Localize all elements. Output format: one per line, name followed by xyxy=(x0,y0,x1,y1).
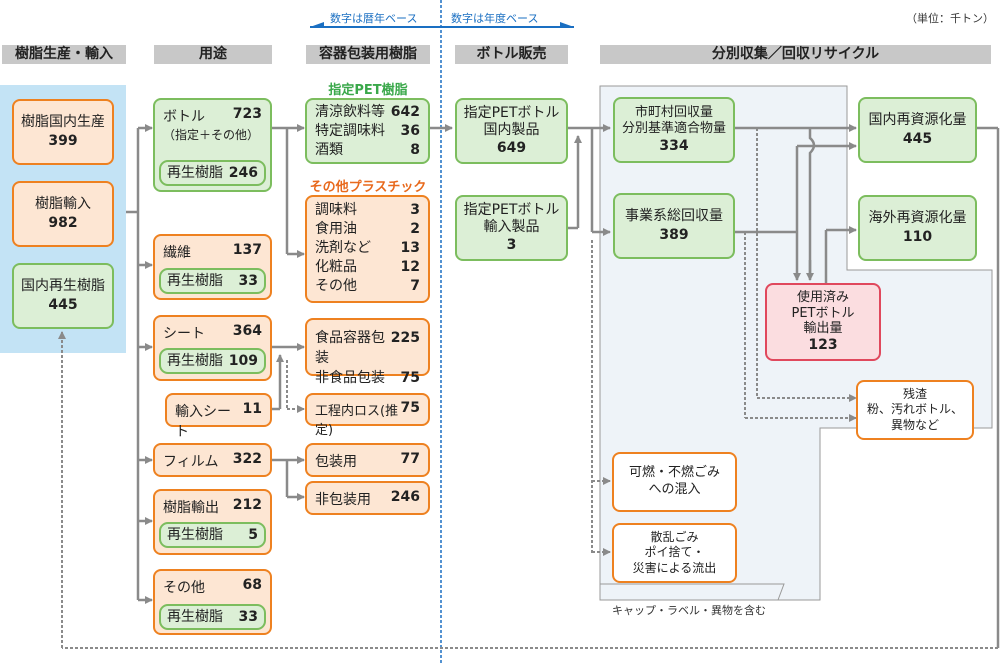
header-container-resin: 容器包装用樹脂 xyxy=(306,45,430,64)
other-plastic-title: その他プラスチック xyxy=(309,180,427,195)
unit-note: （単位：千トン） xyxy=(906,12,994,25)
header-production: 樹脂生産・輸入 xyxy=(2,45,126,64)
collection-note: キャップ・ラベル・異物を含む xyxy=(612,604,766,617)
process-loss-box: 工程内ロス(推定)75 xyxy=(305,393,430,438)
residue-box: 残渣粉、汚れボトル、異物など xyxy=(856,380,974,440)
litter-box: 散乱ごみポイ捨て・災害による流出 xyxy=(612,523,737,583)
header-bottle-sales: ボトル販売 xyxy=(455,45,568,64)
basis-calendar-label: 数字は暦年ベース xyxy=(330,12,418,25)
pet-resin-title: 指定PET樹脂 xyxy=(328,83,408,98)
basis-fiscal-label: 数字は年度ベース xyxy=(451,12,539,25)
header-collection: 分別収集／回収リサイクル xyxy=(600,45,991,64)
mixed-waste-box: 可燃・不燃ごみへの混入 xyxy=(612,452,737,512)
header-use: 用途 xyxy=(154,45,272,64)
